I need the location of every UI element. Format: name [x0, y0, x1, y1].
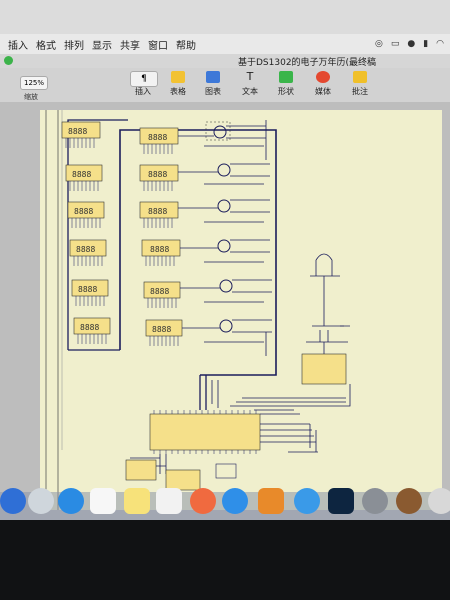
bus-wires: [205, 380, 351, 415]
trash-icon[interactable]: [428, 488, 450, 514]
button-circuit: [260, 423, 318, 453]
zoom-label: 缩放: [24, 93, 38, 101]
chart-icon: [206, 71, 220, 83]
chip-label: 8888: [74, 207, 93, 216]
zoom-select[interactable]: 125%: [20, 76, 48, 90]
chart-button[interactable]: 图表: [205, 71, 221, 97]
transistor-column: [205, 121, 233, 333]
laptop-bezel: [0, 520, 450, 600]
switch-block: [215, 463, 237, 479]
ds1302-chip: [301, 353, 347, 385]
chart-label: 图表: [205, 87, 221, 96]
chip-column-left: [61, 121, 111, 335]
bottom-chip-left: [125, 459, 157, 481]
chip-label: 8888: [150, 287, 169, 296]
insert-label: 插入: [135, 87, 151, 96]
finder-icon[interactable]: [0, 488, 26, 514]
comment-label: 批注: [352, 87, 368, 96]
calendar-icon[interactable]: [90, 488, 116, 514]
photoshop-icon[interactable]: [328, 488, 354, 514]
table-button[interactable]: 表格: [170, 71, 186, 97]
menu-format[interactable]: 格式: [36, 40, 56, 52]
appstore-icon[interactable]: [222, 488, 248, 514]
transistor-wires: [178, 120, 272, 356]
wifi-icon[interactable]: ◠: [436, 39, 444, 49]
chip-label: 8888: [76, 245, 95, 254]
shape-icon: [279, 71, 293, 83]
insert-button[interactable]: 插入: [135, 86, 151, 97]
photos-icon[interactable]: [190, 488, 216, 514]
chip-label: 8888: [80, 323, 99, 332]
menu-window[interactable]: 窗口: [148, 40, 168, 52]
menu-view[interactable]: 显示: [92, 40, 112, 52]
media-label: 媒体: [315, 87, 331, 96]
window-zoom-button[interactable]: [4, 56, 13, 65]
text-label: 文本: [242, 87, 258, 96]
menu-bar: 插入 格式 排列 显示 共享 窗口 帮助 ◎ ▭ ● ▮ ◠: [0, 34, 450, 54]
user-icon[interactable]: ●: [407, 39, 416, 49]
text-icon: T: [246, 70, 254, 83]
circuit-schematic: 8888 8888 8888 8888 8888 8888 8888 8888 …: [45, 110, 351, 510]
menu-arrange[interactable]: 排列: [64, 40, 84, 52]
status-area: ◎ ▭ ● ▮ ◠: [375, 39, 444, 49]
chip-column-right: [139, 127, 183, 337]
game-icon[interactable]: [396, 488, 422, 514]
chip-label: 8888: [68, 127, 87, 136]
title-bar: 基于DS1302的电子万年历(最终稿: [0, 54, 450, 68]
chip-label: 8888: [148, 133, 167, 142]
toolbar: 125% 缩放 ¶ 插入 表格 图表 T 文本 形状 媒体 批注: [0, 68, 450, 103]
chip-label: 8888: [148, 170, 167, 179]
screen: 插入 格式 排列 显示 共享 窗口 帮助 ◎ ▭ ● ▮ ◠ 基于DS1302的…: [0, 0, 450, 520]
settings-icon[interactable]: [362, 488, 388, 514]
format-button[interactable]: ¶: [130, 71, 158, 87]
messages-icon[interactable]: [294, 488, 320, 514]
shape-label: 形状: [278, 87, 294, 96]
comment-button[interactable]: 批注: [352, 71, 368, 97]
comment-icon: [353, 71, 367, 83]
shape-button[interactable]: 形状: [278, 71, 294, 97]
chip-label: 8888: [152, 325, 171, 334]
dock: [0, 482, 450, 520]
table-icon: [171, 71, 185, 83]
mcu-pins: [153, 410, 257, 454]
menu-share[interactable]: 共享: [120, 40, 140, 52]
table-label: 表格: [170, 87, 186, 96]
launchpad-icon[interactable]: [28, 488, 54, 514]
menu-insert[interactable]: 插入: [8, 40, 28, 52]
media-icon: [316, 71, 330, 83]
bottom-chip-right: [165, 469, 201, 491]
safari-icon[interactable]: [58, 488, 84, 514]
chip-pins: [65, 138, 179, 346]
cc-icon[interactable]: ◎: [374, 39, 383, 49]
chip-label: 8888: [148, 207, 167, 216]
chip-label: 8888: [150, 245, 169, 254]
mcu-chip: [149, 413, 261, 451]
sublime-icon[interactable]: [258, 488, 284, 514]
chip-label: 8888: [78, 285, 97, 294]
text-button[interactable]: T 文本: [242, 71, 258, 97]
cast-icon[interactable]: ▭: [390, 39, 400, 49]
battery-icon[interactable]: ▮: [423, 39, 429, 49]
window-title: 基于DS1302的电子万年历(最终稿: [238, 58, 377, 68]
oscillator-circuit: [306, 253, 350, 354]
notes-icon[interactable]: [124, 488, 150, 514]
media-button[interactable]: 媒体: [315, 71, 331, 97]
chip-labels: 8888 8888 8888 8888 8888 8888 8888 8888 …: [68, 127, 171, 334]
schematic-page: 8888 8888 8888 8888 8888 8888 8888 8888 …: [40, 110, 442, 510]
chip-label: 8888: [72, 170, 91, 179]
menu-help[interactable]: 帮助: [176, 40, 196, 52]
reminders-icon[interactable]: [156, 488, 182, 514]
